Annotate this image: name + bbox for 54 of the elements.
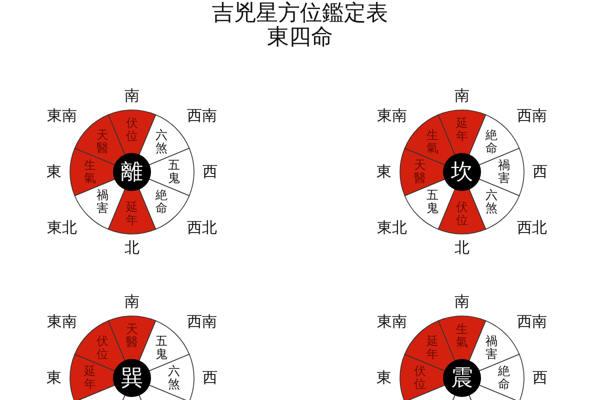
sector-label: 延年	[84, 364, 96, 392]
direction-label: 西	[202, 162, 218, 182]
direction-label: 東北	[377, 218, 407, 238]
direction-label: 東	[46, 162, 62, 182]
sector-label: 延年	[126, 200, 138, 228]
sector-label: 伏位	[126, 116, 138, 144]
direction-label: 南	[454, 86, 470, 106]
sector-label: 禍害	[96, 188, 108, 215]
direction-label: 東南	[47, 312, 77, 332]
sector-label: 生氣	[426, 129, 438, 156]
sector-label: 六煞	[168, 364, 180, 392]
direction-label: 北	[124, 238, 140, 258]
direction-label: 東南	[47, 106, 77, 126]
sector-label: 六煞	[156, 129, 168, 156]
sector-label: 五鬼	[156, 335, 168, 362]
direction-label: 西南	[517, 106, 547, 126]
direction-label: 南	[454, 292, 470, 312]
sector-label: 延年	[456, 116, 468, 144]
direction-label: 西南	[187, 312, 217, 332]
direction-label: 西	[532, 368, 548, 388]
sector-label: 天醫	[414, 158, 426, 186]
sector-label: 生氣	[456, 322, 468, 350]
sector-label: 伏位	[414, 364, 426, 392]
sector-label: 五鬼	[168, 158, 180, 186]
direction-label: 西南	[187, 106, 217, 126]
sector-label: 生氣	[84, 158, 96, 186]
sector-label: 五鬼	[426, 188, 438, 215]
direction-label: 西	[202, 368, 218, 388]
direction-label: 東	[46, 368, 62, 388]
title: 吉兇星方位鑑定表	[211, 2, 389, 26]
direction-label: 西北	[187, 218, 217, 238]
direction-label: 北	[454, 238, 470, 258]
sector-label: 絶命	[486, 129, 498, 156]
direction-label: 東南	[377, 312, 407, 332]
direction-label: 西北	[517, 218, 547, 238]
sector-label: 禍害	[498, 158, 510, 186]
sector-label: 天醫	[126, 322, 138, 350]
direction-label: 南	[124, 86, 140, 106]
sector-label: 伏位	[456, 200, 468, 228]
sector-label: 禍害	[486, 335, 498, 362]
direction-label: 西南	[517, 312, 547, 332]
subtitle: 東四命	[266, 26, 334, 50]
direction-label: 東	[376, 162, 392, 182]
direction-label: 東	[376, 368, 392, 388]
direction-label: 東北	[47, 218, 77, 238]
direction-label: 南	[124, 292, 140, 312]
sector-label: 天醫	[96, 129, 108, 156]
sector-label: 絶命	[156, 188, 168, 215]
direction-label: 東南	[377, 106, 407, 126]
sector-label: 伏位	[96, 335, 108, 362]
sector-label: 六煞	[486, 188, 498, 215]
direction-label: 西	[532, 162, 548, 182]
sector-label: 延年	[426, 335, 438, 362]
sector-label: 絶命	[498, 364, 510, 392]
